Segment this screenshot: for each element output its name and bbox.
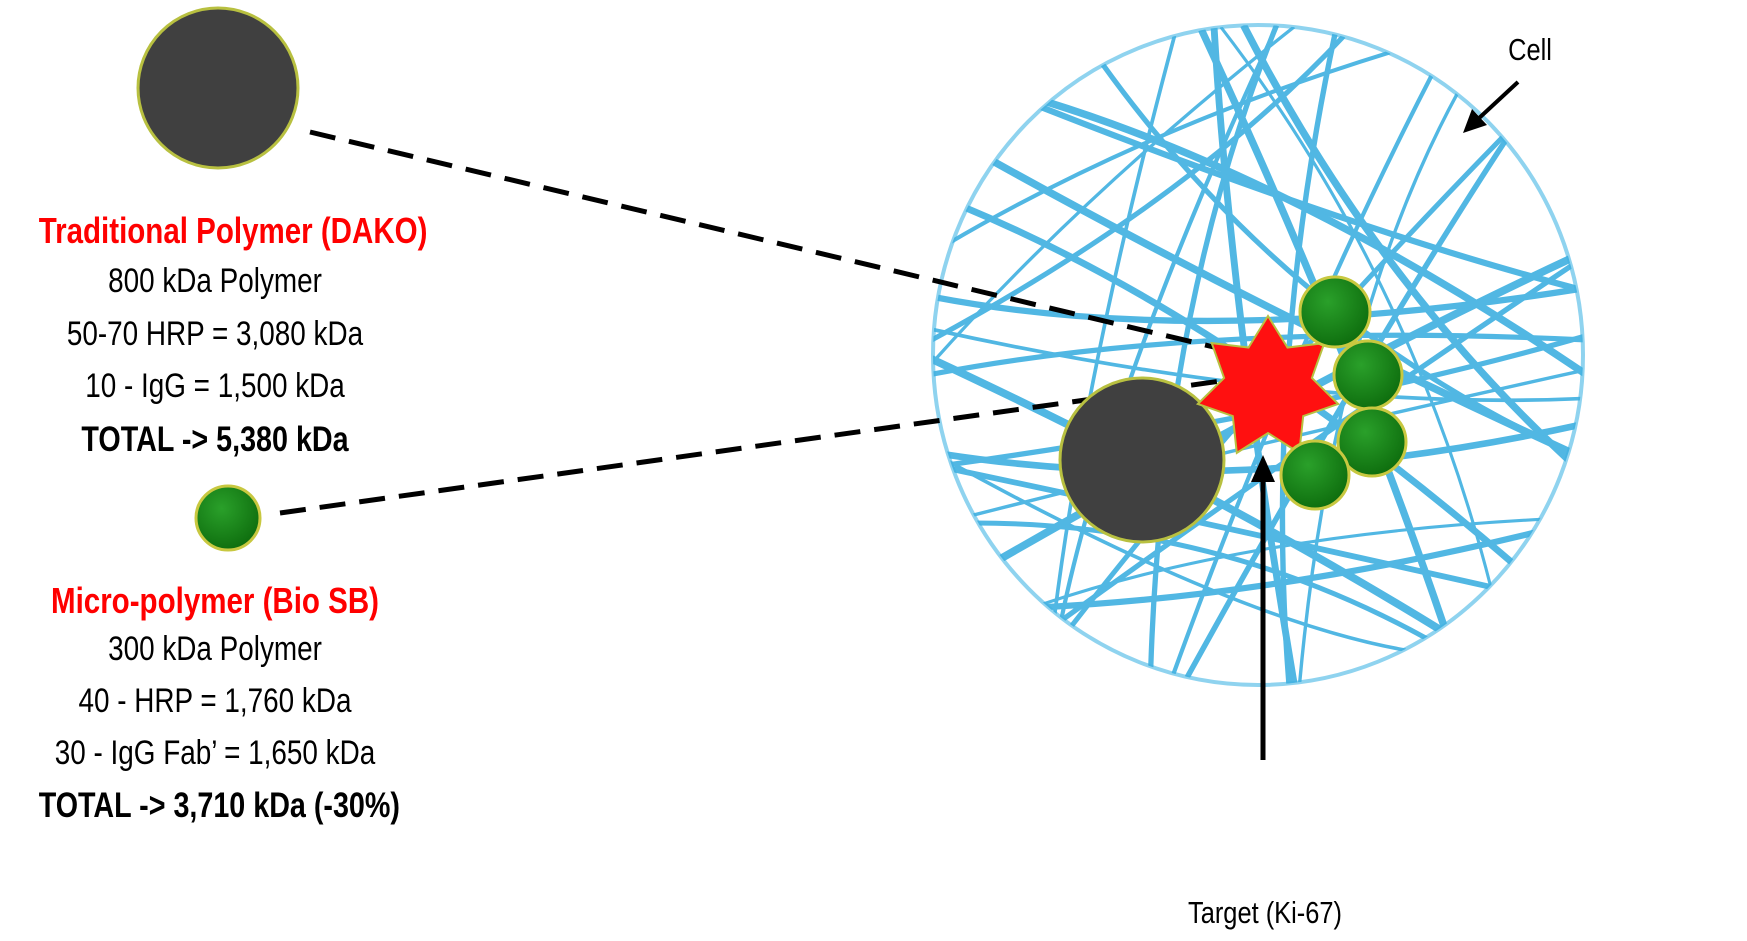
cell-arrow	[1463, 80, 1520, 133]
cell-mesh-strand	[1041, 517, 1545, 606]
micro-polymer-icon	[194, 484, 262, 552]
cell-mesh-strand	[1210, 27, 1298, 684]
cell-mesh-strand	[933, 25, 1296, 369]
traditional-line: 10 - IgG = 1,500 kDa	[85, 367, 345, 405]
target-label: Target (Ki-67)	[1187, 895, 1342, 930]
traditional-polymer-icon	[136, 6, 300, 170]
cell-mesh-strand	[942, 421, 1582, 475]
cell-mesh-strand	[1059, 25, 1280, 621]
bound-micro-polymer-icon	[1332, 339, 1404, 411]
micro-line: 40 - HRP = 1,760 kDa	[78, 682, 352, 720]
cell-mesh-strand	[1044, 529, 1538, 611]
cell-bound-micro-polymers	[1279, 275, 1408, 511]
cell-mesh-strand	[933, 332, 1583, 378]
bound-micro-polymer-icon	[1298, 275, 1372, 349]
cell-mesh-strand	[1052, 35, 1177, 616]
bound-micro-polymer-icon	[1279, 439, 1351, 511]
cell-bound-traditional-polymer-icon	[1058, 376, 1226, 544]
cell-mesh-strand	[973, 520, 1428, 641]
target-arrow	[1251, 455, 1275, 760]
traditional-polymer-title: Traditional Polymer (DAKO)	[38, 210, 428, 251]
traditional-total: TOTAL -> 5,380 kDa	[81, 420, 349, 459]
cell-label: Cell	[1508, 32, 1552, 67]
cell-mesh-strand	[1045, 98, 1583, 379]
cell-mesh-strand	[1039, 103, 1583, 293]
cell-mesh-strand	[1219, 26, 1493, 589]
cell-mesh-strand	[933, 285, 1582, 325]
traditional-line: 800 kDa Polymer	[108, 262, 322, 300]
micro-polymer-title: Micro-polymer (Bio SB)	[50, 580, 380, 621]
traditional-line: 50-70 HRP = 3,080 kDa	[66, 315, 364, 353]
target-star-icon	[1195, 314, 1341, 455]
micro-total: TOTAL -> 3,710 kDa (-30%)	[38, 786, 400, 825]
dashed-connector-traditional	[309, 129, 1219, 351]
micro-line: 30 - IgG Fab’ = 1,650 kDa	[54, 734, 376, 772]
bound-micro-polymer-icon	[1336, 406, 1408, 478]
cell-mesh-strand	[989, 157, 1575, 457]
cell-mesh-strand	[1148, 25, 1279, 668]
micro-line: 300 kDa Polymer	[108, 630, 322, 668]
cell-mesh-strand	[1240, 25, 1573, 465]
